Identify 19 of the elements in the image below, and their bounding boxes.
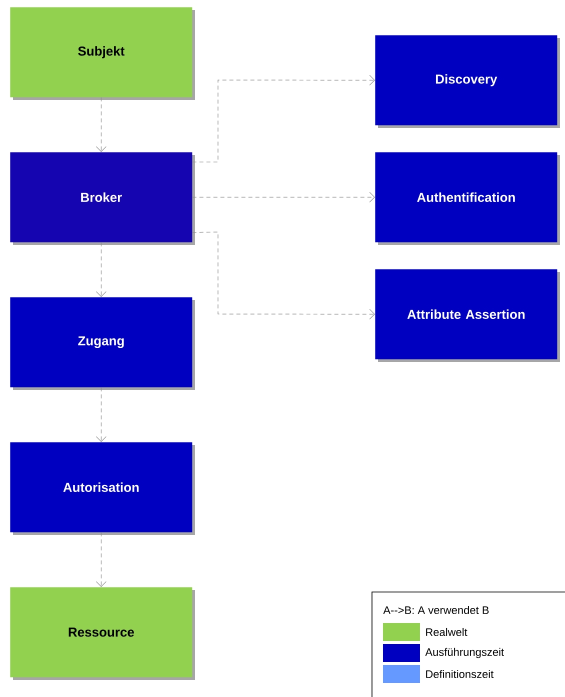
process-box: Authentification — [375, 152, 560, 245]
arrow — [192, 192, 375, 202]
process-box: Subjekt — [10, 7, 195, 100]
legend-label: Definitionszeit — [426, 670, 494, 678]
legend-label: Ausführungszeit — [425, 648, 504, 658]
process-box: Zugang — [10, 297, 195, 390]
process-box: Discovery — [375, 35, 560, 128]
arrow — [96, 97, 106, 152]
arrow — [96, 532, 106, 587]
process-box: Ressource — [10, 587, 195, 680]
legend-title: A-->B: A verwendet B — [383, 606, 489, 614]
legend-label: Realwelt — [426, 628, 468, 636]
arrow — [96, 242, 106, 297]
arrow — [96, 387, 106, 442]
process-box: Autorisation — [10, 442, 195, 535]
arrow — [192, 74, 375, 162]
arrow — [192, 232, 375, 320]
process-box: Attribute Assertion — [375, 269, 560, 362]
process-box: Broker — [10, 152, 195, 245]
